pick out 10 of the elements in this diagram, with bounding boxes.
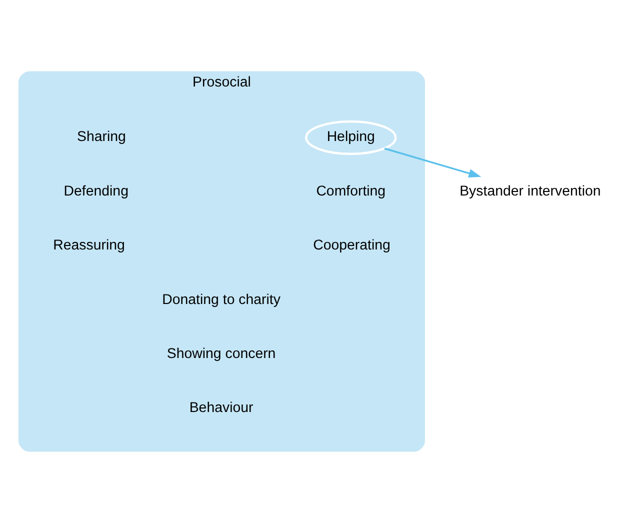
label: Cooperating bbox=[313, 238, 390, 254]
label: Showing concern bbox=[166, 346, 276, 362]
label: Donating to charity bbox=[162, 292, 280, 308]
node-text: Bystander intervention bbox=[460, 184, 601, 200]
node-ellipse: Helping bbox=[305, 120, 397, 156]
label: Reassuring bbox=[53, 238, 125, 254]
label: Defending bbox=[64, 184, 128, 200]
arrow bbox=[384, 148, 482, 178]
label: Comforting bbox=[316, 184, 386, 200]
label: Sharing bbox=[77, 129, 126, 146]
